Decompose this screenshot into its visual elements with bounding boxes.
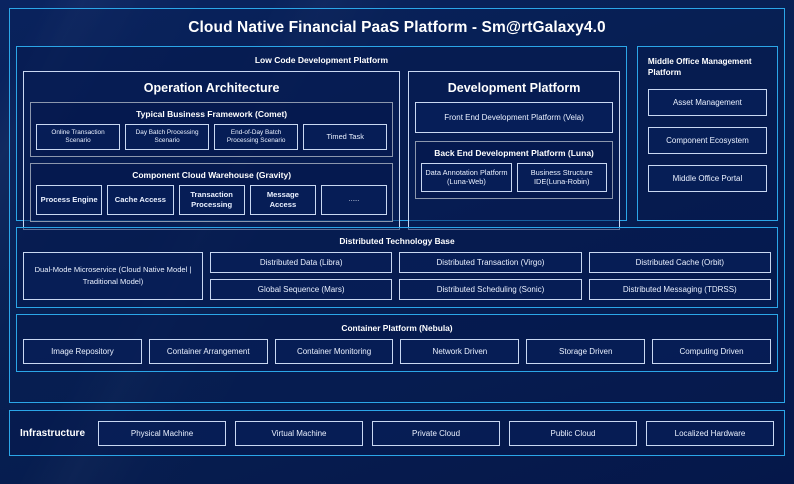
chip-private-cloud[interactable]: Private Cloud [372,420,501,446]
chip-middle-office-portal[interactable]: Middle Office Portal [647,165,767,193]
main-body: Low Code Development Platform Operation … [10,45,784,403]
chip-online-transaction-scenario[interactable]: Online Transaction Scenario [36,123,121,151]
chip-process-engine[interactable]: Process Engine [36,185,103,216]
operation-architecture-panel: Operation Architecture Typical Business … [23,70,401,231]
infrastructure-label: Infrastructure [20,427,86,439]
chip-cache-access[interactable]: Cache Access [107,185,174,216]
chip-computing-driven[interactable]: Computing Driven [652,338,771,364]
page-title: Cloud Native Financial PaaS Platform - S… [188,19,606,36]
low-code-development-platform: Low Code Development Platform Operation … [16,45,627,231]
chip-message-access[interactable]: Message Access [249,185,316,216]
chip-component-ecosystem[interactable]: Component Ecosystem [647,127,767,155]
chip-virtual-machine[interactable]: Virtual Machine [235,420,364,446]
chip-distributed-cache[interactable]: Distributed Cache (Orbit) [588,251,771,273]
chip-container-arrangement[interactable]: Container Arrangement [148,338,268,364]
container-platform-title: Container Platform (Nebula) [341,322,453,333]
chip-distributed-data[interactable]: Distributed Data (Libra) [210,251,393,273]
development-platform-title: Development Platform [447,80,581,95]
development-platform-panel: Development Platform Front End Developme… [408,70,620,231]
distributed-technology-base-body: Dual-Mode Microservice (Cloud Native Mod… [23,251,771,300]
operation-architecture-title: Operation Architecture [143,80,280,95]
chip-image-repository[interactable]: Image Repository [23,338,142,364]
chip-container-monitoring[interactable]: Container Monitoring [274,338,394,364]
chip-distributed-messaging[interactable]: Distributed Messaging (TDRSS) [588,278,771,300]
middle-office-title: Middle Office Management Platform [647,56,752,77]
chip-day-batch-processing-scenario[interactable]: Day Batch Processing Scenario [125,123,210,151]
chip-localized-hardware[interactable]: Localized Hardware [646,420,775,446]
chip-network-driven[interactable]: Network Driven [400,338,520,364]
chip-data-annotation-platform[interactable]: Data Annotation Platform (Luna-Web) [421,162,512,193]
chip-business-structure-ide[interactable]: Business Structure IDE(Luna-Robin) [516,162,607,193]
chip-distributed-scheduling[interactable]: Distributed Scheduling (Sonic) [399,278,582,300]
chip-physical-machine[interactable]: Physical Machine [98,420,227,446]
typical-business-framework-items: Online Transaction Scenario Day Batch Pr… [36,123,388,151]
container-platform-items: Image Repository Container Arrangement C… [23,338,771,364]
chip-asset-management[interactable]: Asset Management [647,89,767,117]
chip-dual-mode-microservice[interactable]: Dual-Mode Microservice (Cloud Native Mod… [23,251,203,300]
main-platform-frame: Cloud Native Financial PaaS Platform - S… [9,8,785,403]
back-end-items: Data Annotation Platform (Luna-Web) Busi… [421,162,607,193]
component-cloud-warehouse-group: Component Cloud Warehouse (Gravity) Proc… [30,163,394,223]
distributed-technology-base-grid: Distributed Data (Libra) Distributed Tra… [210,251,771,300]
chip-end-of-day-batch-processing-scenario[interactable]: End-of-Day Batch Processing Scenario [214,123,299,151]
container-platform: Container Platform (Nebula) Image Reposi… [16,313,778,372]
back-end-development-platform-title: Back End Development Platform (Luna) [434,147,594,158]
chip-public-cloud[interactable]: Public Cloud [509,420,638,446]
typical-business-framework-group: Typical Business Framework (Comet) Onlin… [30,101,394,158]
chip-timed-task[interactable]: Timed Task [303,123,388,151]
low-code-columns: Operation Architecture Typical Business … [23,70,620,231]
component-cloud-warehouse-items: Process Engine Cache Access Transaction … [36,185,388,216]
top-row: Low Code Development Platform Operation … [16,45,778,231]
distributed-technology-base-title: Distributed Technology Base [339,235,455,246]
front-end-development-platform[interactable]: Front End Development Platform (Vela) [415,101,613,133]
back-end-development-platform-group: Back End Development Platform (Luna) Dat… [415,140,613,200]
low-code-platform-title: Low Code Development Platform [254,54,389,65]
chip-more-ellipsis[interactable]: ...... [321,185,388,216]
chip-distributed-transaction[interactable]: Distributed Transaction (Virgo) [399,251,582,273]
distributed-technology-base: Distributed Technology Base Dual-Mode Mi… [16,226,778,308]
infrastructure-band: Infrastructure Physical Machine Virtual … [9,410,785,456]
chip-storage-driven[interactable]: Storage Driven [526,338,646,364]
middle-office-management-platform: Middle Office Management Platform Asset … [636,45,778,221]
component-cloud-warehouse-title: Component Cloud Warehouse (Gravity) [132,170,292,181]
chip-global-sequence[interactable]: Global Sequence (Mars) [210,278,393,300]
chip-transaction-processing[interactable]: Transaction Processing [178,185,245,216]
typical-business-framework-title: Typical Business Framework (Comet) [136,108,288,119]
